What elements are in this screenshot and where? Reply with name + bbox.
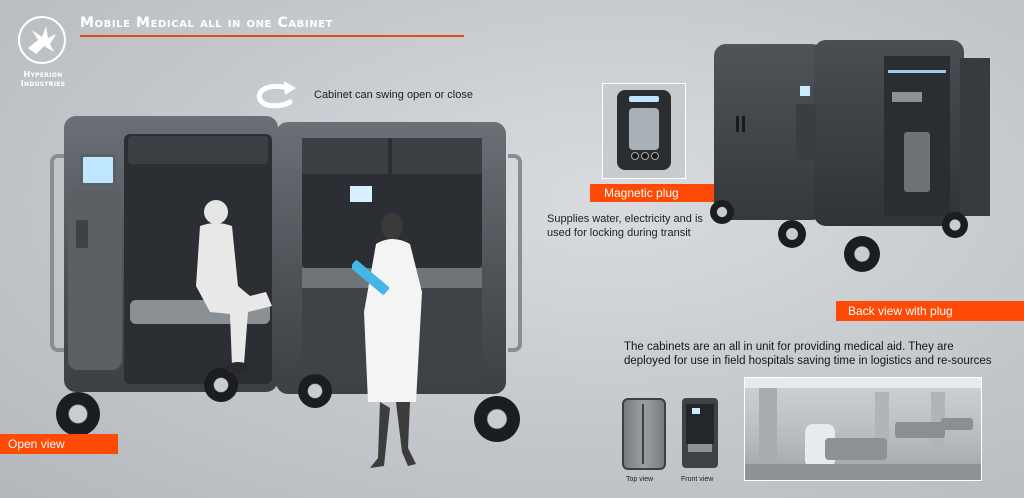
wheel: [710, 200, 734, 224]
magnetic-plug-image: [602, 83, 686, 179]
open-cabinet-illustration: [40, 110, 540, 470]
eagle-icon: [28, 26, 56, 54]
back-view-label: Back view with plug: [836, 301, 1024, 321]
top-view-label: Top view: [626, 476, 654, 483]
front-view-label: Front view: [681, 476, 714, 483]
wheel: [56, 392, 100, 436]
page-title: Mobile Medical all in one Cabinet: [80, 15, 334, 31]
side-screen: [80, 154, 116, 186]
plug-screen: [800, 86, 810, 96]
open-view-label: Open view: [0, 434, 118, 454]
wheel: [298, 374, 332, 408]
wheel: [204, 368, 238, 402]
rotate-arrow-icon: [256, 81, 296, 109]
wheel: [474, 396, 520, 442]
swing-caption: Cabinet can swing open or close: [314, 89, 473, 101]
wheel: [778, 220, 806, 248]
logo: [18, 16, 66, 64]
description-text: The cabinets are an all in unit for prov…: [624, 341, 992, 367]
brand-line-2: Industries: [20, 79, 66, 88]
magnetic-plug-label: Magnetic plug: [590, 184, 718, 202]
panel-screen: [350, 186, 372, 202]
top-view-image: [622, 398, 666, 470]
doctor-figure: [352, 213, 422, 468]
title-underline: [80, 35, 464, 37]
field-hospital-photo: [744, 377, 982, 481]
brand-line-1: Hyperion: [23, 70, 63, 79]
brand-name: Hyperion Industries: [8, 70, 78, 88]
wheel: [844, 236, 880, 272]
front-view-image: [682, 398, 718, 468]
seated-figure: [196, 200, 272, 374]
magnetic-plug-caption: Supplies water, electricity and is used …: [547, 213, 703, 239]
wheel: [942, 212, 968, 238]
back-view-illustration: [708, 36, 998, 276]
